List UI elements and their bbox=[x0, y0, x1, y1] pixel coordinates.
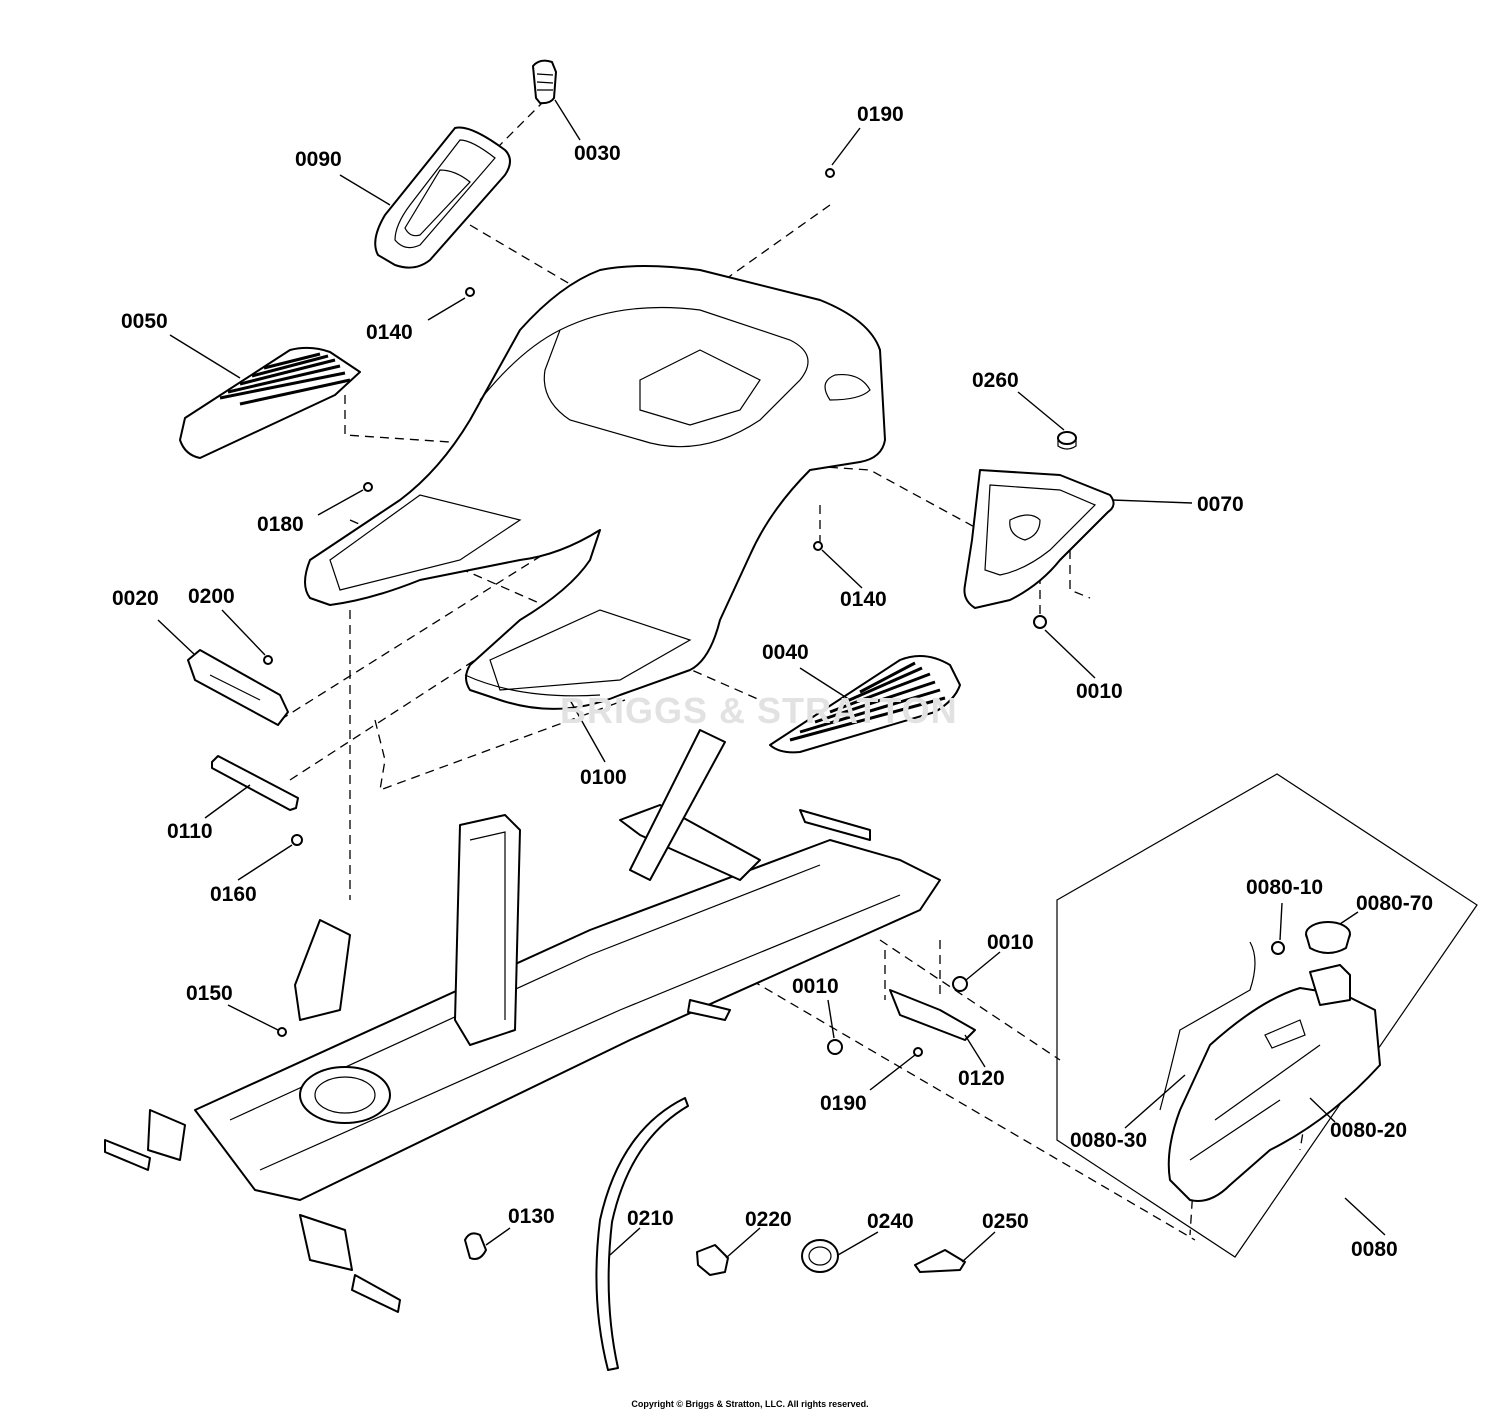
callout-0260: 0260 bbox=[972, 369, 1019, 392]
callout-0130: 0130 bbox=[508, 1205, 555, 1228]
callout-0020: 0020 bbox=[112, 587, 159, 610]
callout-0080: 0080 bbox=[1351, 1238, 1398, 1261]
callout-0180: 0180 bbox=[257, 513, 304, 536]
part-0250-clip bbox=[914, 1249, 966, 1273]
callout-0100: 0100 bbox=[580, 766, 627, 789]
callout-0140-left: 0140 bbox=[366, 321, 413, 344]
part-0020-bracket bbox=[187, 649, 289, 726]
callout-0220: 0220 bbox=[745, 1208, 792, 1231]
callout-0120: 0120 bbox=[958, 1067, 1005, 1090]
callout-0200: 0200 bbox=[188, 585, 235, 608]
part-0090-armrest-cover bbox=[374, 126, 511, 269]
part-0100-main-body bbox=[304, 265, 886, 710]
callout-0250: 0250 bbox=[982, 1210, 1029, 1233]
callout-0080-30: 0080-30 bbox=[1070, 1129, 1148, 1152]
part-0210-hose bbox=[595, 1097, 689, 1371]
small-hardware bbox=[263, 168, 1047, 1057]
callout-0150: 0150 bbox=[186, 982, 233, 1005]
callout-0050: 0050 bbox=[121, 310, 168, 333]
callout-0190-top: 0190 bbox=[857, 103, 904, 126]
callout-0140-right: 0140 bbox=[840, 588, 887, 611]
part-0260-plug bbox=[1057, 431, 1077, 450]
part-0080-30-vent-hose bbox=[1159, 941, 1256, 1111]
part-0080-70-cap bbox=[1305, 921, 1351, 954]
callout-0240: 0240 bbox=[867, 1210, 914, 1233]
callout-0090: 0090 bbox=[295, 148, 342, 171]
part-0050-left-footrest bbox=[179, 346, 361, 459]
part-0040-right-footrest bbox=[769, 655, 961, 754]
callout-0010-center: 0010 bbox=[792, 975, 839, 998]
callout-0080-70: 0080-70 bbox=[1356, 892, 1434, 915]
part-0220-clamp bbox=[696, 1244, 729, 1276]
callout-0030: 0030 bbox=[574, 142, 621, 165]
chassis-frame bbox=[104, 729, 976, 1313]
callout-0070: 0070 bbox=[1197, 493, 1244, 516]
part-0110-strap bbox=[211, 755, 299, 811]
callout-0110: 0110 bbox=[167, 820, 213, 843]
callout-0010-right: 0010 bbox=[1076, 680, 1123, 703]
leader-lines bbox=[157, 99, 1386, 1263]
part-0130-clip bbox=[464, 1232, 487, 1260]
callout-0080-10: 0080-10 bbox=[1246, 876, 1324, 899]
callout-0040: 0040 bbox=[762, 641, 809, 664]
callout-0210: 0210 bbox=[627, 1207, 674, 1230]
callout-0080-20: 0080-20 bbox=[1330, 1119, 1408, 1142]
callout-0160: 0160 bbox=[210, 883, 257, 906]
part-0070-console bbox=[963, 469, 1115, 609]
part-0030-grip bbox=[532, 59, 557, 105]
part-0080-10-grommet bbox=[1271, 941, 1285, 955]
watermark: BRIGGS & STRATTON bbox=[560, 690, 958, 731]
callout-0010-bracket: 0010 bbox=[987, 931, 1034, 954]
part-0080-20-fuel-tank bbox=[1167, 964, 1381, 1202]
copyright-notice: Copyright © Briggs & Stratton, LLC. All … bbox=[631, 1399, 869, 1409]
callout-0190-bottom: 0190 bbox=[820, 1092, 867, 1115]
part-0240-clamp bbox=[801, 1239, 839, 1273]
